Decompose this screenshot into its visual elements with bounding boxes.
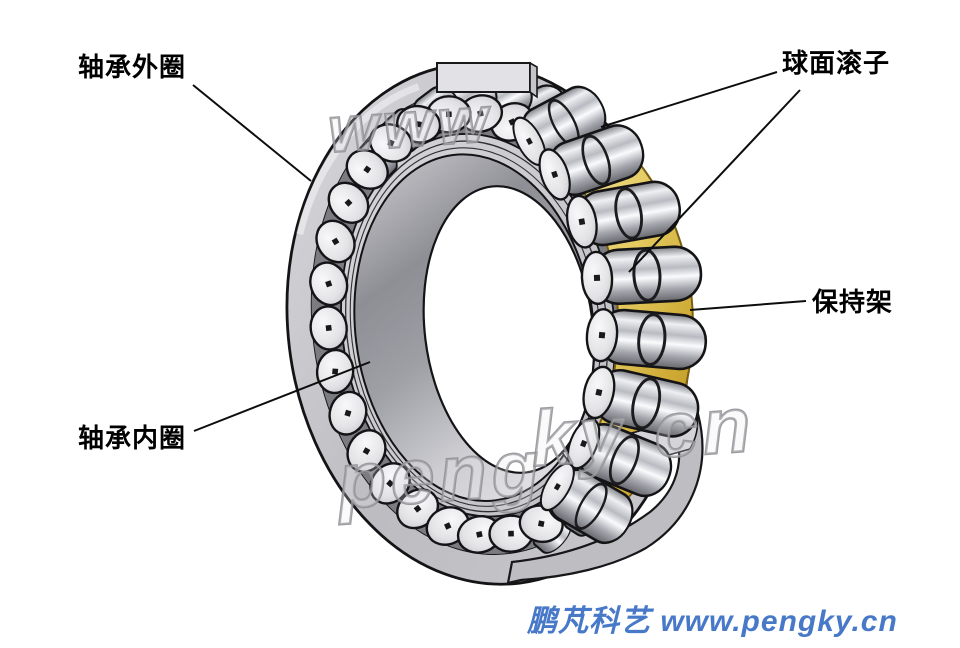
watermark-bottom-right: ky cn [528, 380, 758, 483]
watermark-top: www [326, 83, 495, 166]
label-roller: 球面滚子 [782, 49, 891, 78]
leader-line-roller-top [600, 71, 778, 128]
label-cage: 保持架 [812, 288, 894, 317]
leader-line-inner-ring [193, 361, 371, 432]
watermarks: www peng ky cn [325, 81, 760, 526]
leader-lines [192, 71, 807, 432]
bearing-rings [285, 62, 691, 586]
leader-line-roller-mid [628, 89, 801, 273]
footer-brand: 鹏芃科艺 www.pengky.cn [527, 605, 898, 638]
label-outer-ring: 轴承外圈 [78, 53, 187, 82]
bore-wall [354, 154, 595, 501]
leader-line-outer-ring [192, 84, 312, 182]
label-inner-ring: 轴承内圈 [78, 424, 187, 453]
leader-line-cage [689, 300, 807, 311]
outer-ring-cut-block [436, 61, 538, 99]
watermark-bottom-left: peng [333, 423, 547, 525]
